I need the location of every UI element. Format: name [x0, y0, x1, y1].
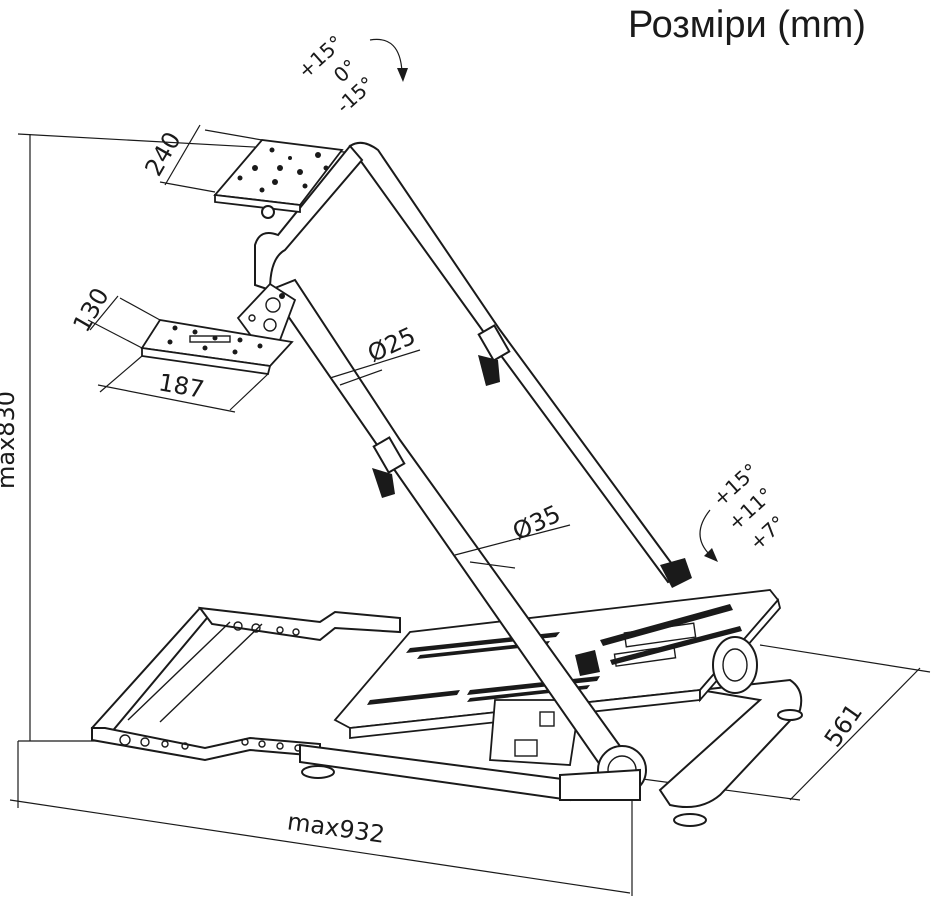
lower-tube-label: Ø35 [508, 500, 565, 546]
height-label: max830 [0, 391, 20, 489]
length-label: max932 [286, 807, 387, 848]
side-plate [140, 282, 297, 376]
pedal-rotation: +15° +11° +7° [699, 458, 790, 562]
top-plate [213, 139, 344, 219]
upper-tube-label: Ø25 [363, 322, 420, 368]
upright-frame [254, 141, 692, 801]
top-rotation: +15° 0° -15° [293, 30, 408, 118]
top-plate-width-label: 240 [139, 127, 186, 181]
diagram-title: Розміри (mm) [628, 4, 866, 46]
width-label: 561 [819, 699, 868, 753]
side-plate-depth-label: 130 [67, 283, 114, 337]
base-frame [90, 606, 803, 827]
